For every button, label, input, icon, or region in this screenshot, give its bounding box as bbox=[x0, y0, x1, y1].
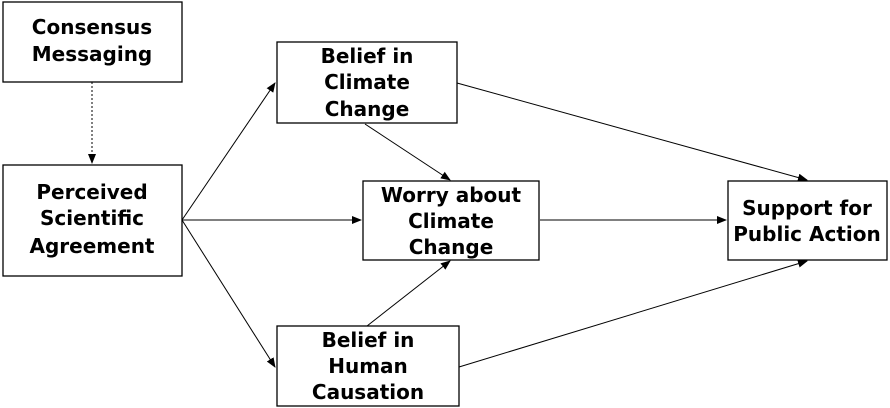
node-label-line: Worry about bbox=[381, 183, 522, 207]
edge-perceived-to-belief-human bbox=[181, 219, 276, 368]
node-label-line: Causation bbox=[312, 380, 424, 404]
node-label-line: Climate bbox=[408, 209, 494, 233]
node-perceived-scientific-agreement: Perceived Scientific Agreement bbox=[2, 164, 183, 277]
edges bbox=[88, 82, 808, 368]
node-box bbox=[362, 180, 540, 261]
node-label-line: Climate bbox=[324, 70, 410, 94]
node-belief-in-climate-change: Belief in Climate Change bbox=[276, 41, 458, 124]
node-consensus-messaging: Consensus Messaging bbox=[2, 1, 183, 83]
node-label-line: Belief in bbox=[321, 44, 414, 68]
node-label-line: Public Action bbox=[733, 222, 880, 246]
edge-belief-human-to-support bbox=[458, 259, 808, 368]
node-label-line: Scientific bbox=[40, 206, 144, 230]
node-label-line: Agreement bbox=[30, 234, 155, 258]
node-label-line: Perceived bbox=[36, 180, 147, 204]
edge-belief-climate-to-support bbox=[456, 82, 808, 182]
node-label-line: Support for bbox=[742, 196, 872, 220]
node-label-line: Consensus bbox=[32, 15, 152, 39]
node-label-line: Belief in bbox=[322, 328, 415, 352]
node-box bbox=[2, 1, 183, 83]
node-support-for-public-action: Support for Public Action bbox=[727, 180, 888, 261]
node-box bbox=[727, 180, 888, 261]
node-worry-about-climate-change: Worry about Climate Change bbox=[362, 180, 540, 261]
node-box bbox=[276, 325, 460, 407]
node-belief-in-human-causation: Belief in Human Causation bbox=[276, 325, 460, 407]
node-label-line: Change bbox=[409, 235, 494, 259]
node-box bbox=[2, 164, 183, 277]
node-box bbox=[276, 41, 458, 124]
node-label-line: Messaging bbox=[32, 42, 153, 66]
edge-belief-human-to-worry bbox=[366, 260, 451, 327]
node-label-line: Change bbox=[325, 97, 410, 121]
node-label-line: Human bbox=[328, 354, 408, 378]
edge-perceived-to-belief-climate bbox=[181, 82, 276, 221]
edge-belief-climate-to-worry bbox=[364, 123, 451, 181]
